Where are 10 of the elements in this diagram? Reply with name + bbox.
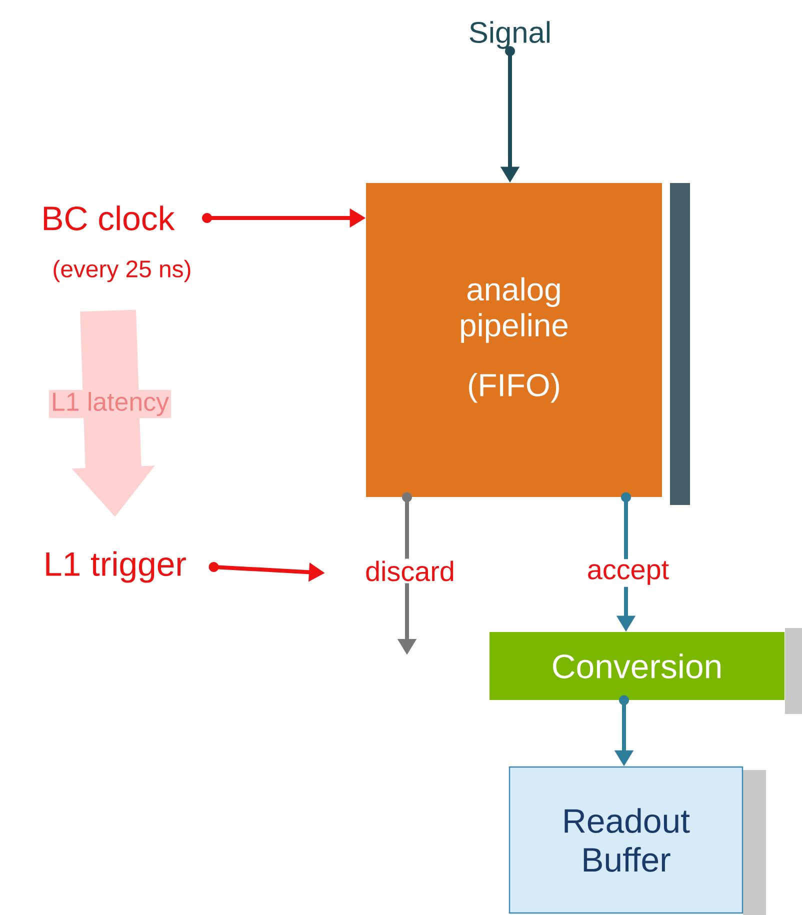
pipeline-box: analog pipeline (FIFO)	[366, 183, 662, 497]
conversion-box: Conversion	[490, 632, 784, 700]
edge-label: accept	[584, 559, 672, 587]
edge-label: L1 latency	[48, 390, 172, 418]
signal-label: Signal	[470, 21, 550, 49]
clock-label: BC clock	[44, 206, 175, 230]
note-label: (every 25 ns)	[54, 260, 190, 282]
trigger-label: L1 trigger	[46, 551, 186, 583]
buffer-box: Readout Buffer	[508, 766, 744, 914]
edge-label: discard	[363, 558, 457, 584]
